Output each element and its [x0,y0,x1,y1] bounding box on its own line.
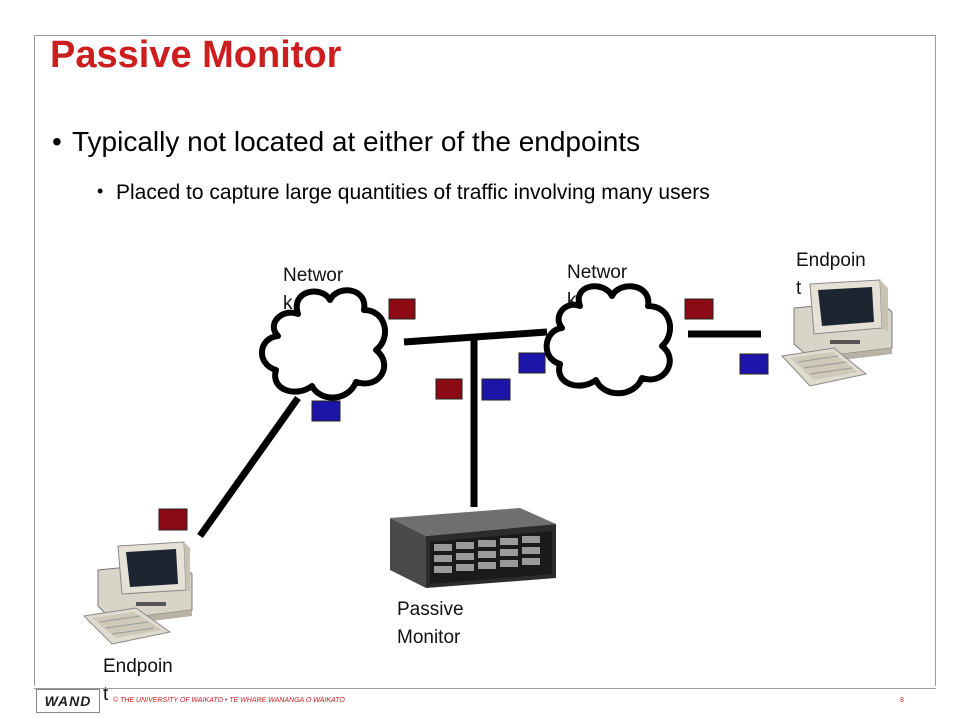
storage-array-icon [390,508,556,588]
packets [158,298,769,531]
slide-title: Passive Monitor [50,34,342,76]
packet-red [158,508,188,531]
sub-bullet-dot: • [97,181,104,201]
link-hub-bar [403,328,548,346]
computer-icon [82,541,193,645]
sub-bullet-text: Placed to capture large quantities of tr… [116,181,710,204]
network-label: Networ k [283,265,344,314]
bullet-dot: • [52,126,62,157]
packet-red [435,378,463,400]
svg-text:WAND: WAND [45,693,92,709]
link-endpoint-network1 [197,395,301,539]
packet-blue [739,353,769,375]
packet-blue [481,378,511,401]
monitor-label: Passive Monitor [397,599,464,648]
packet-blue [311,400,341,422]
cloud-icon [259,287,388,401]
packet-red [388,298,416,320]
endpoint-label: Endpoin t [103,656,173,705]
footer-rule [34,688,936,712]
network-label: Networ k [567,262,628,311]
bullet-text: Typically not located at either of the e… [72,126,641,157]
packet-blue [518,352,546,374]
page-number: 8 [900,697,904,704]
slide-frame [34,35,936,686]
packet-red [684,298,714,320]
cloud-icon [543,283,673,397]
link-lines [197,328,761,539]
copyright-text: © THE UNIVERSITY OF WAIKATO • TE WHARE W… [113,697,345,704]
computer-icon [780,279,893,387]
endpoint-label: Endpoin t [796,250,866,299]
wand-logo-icon: WAND [36,689,100,713]
